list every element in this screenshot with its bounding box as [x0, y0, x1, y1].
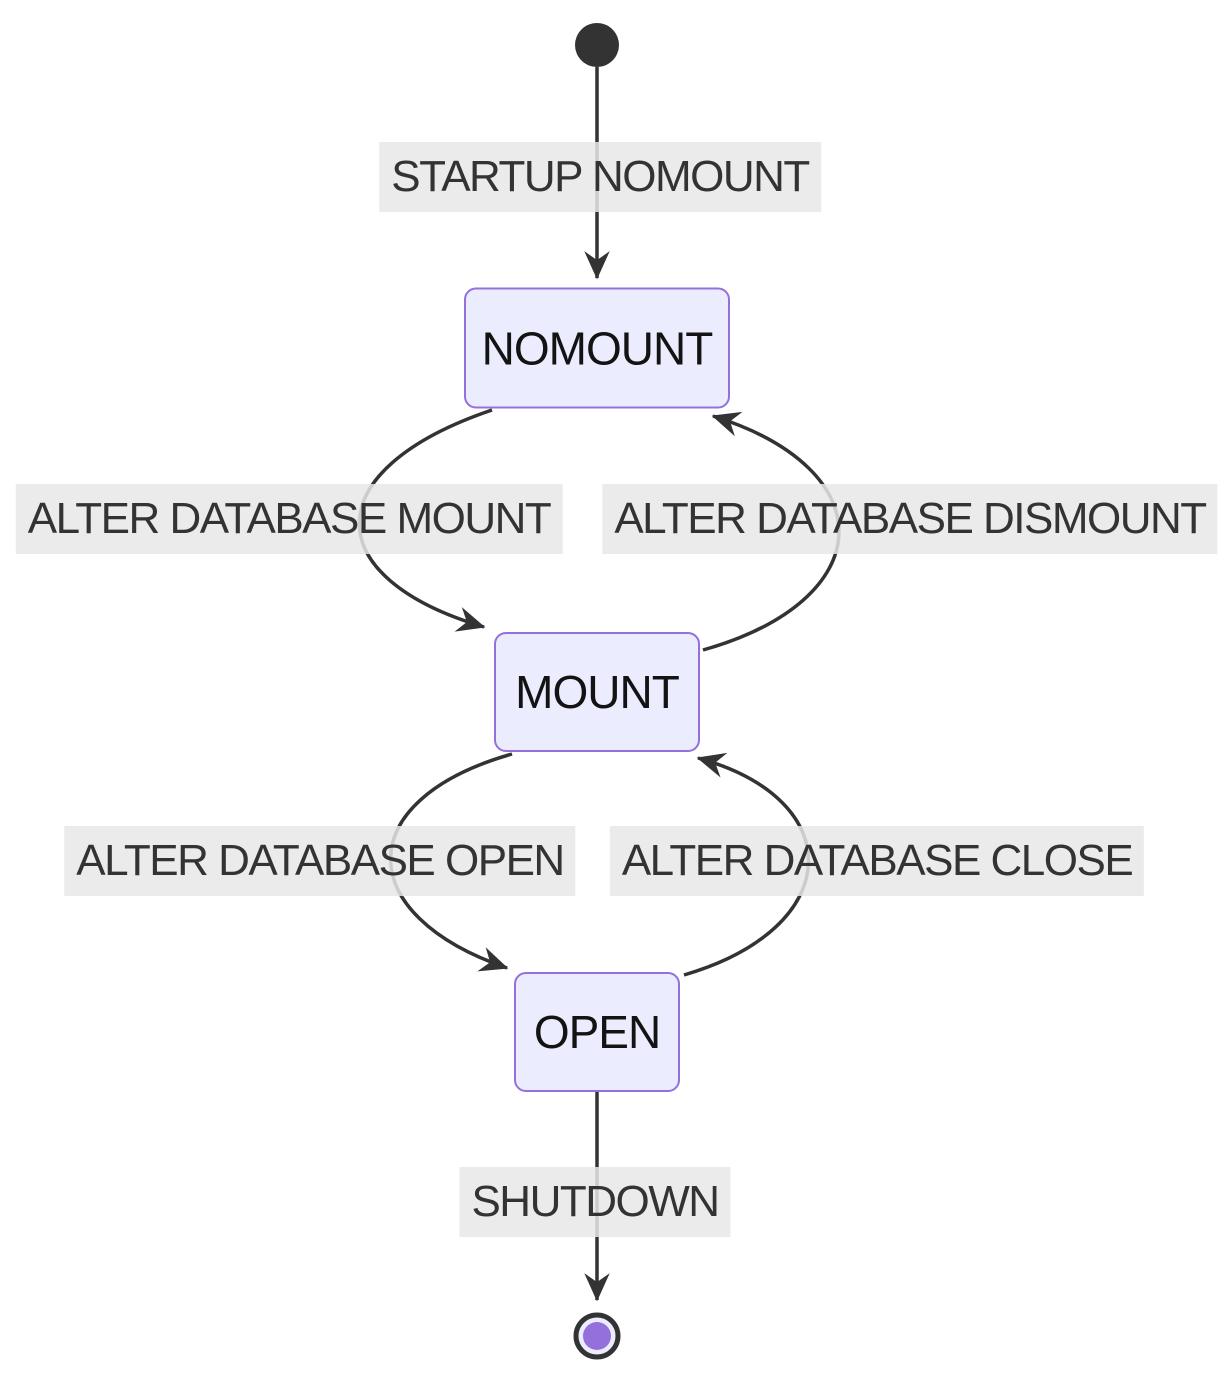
state-open: OPEN — [514, 972, 680, 1092]
edge-label-alter-database-open: ALTER DATABASE OPEN — [64, 826, 576, 896]
state-nomount: NOMOUNT — [464, 287, 730, 409]
edge-label-startup-nomount: STARTUP NOMOUNT — [379, 142, 821, 212]
edge-label-alter-database-close: ALTER DATABASE CLOSE — [609, 826, 1145, 896]
edge-label-shutdown: SHUTDOWN — [459, 1167, 731, 1237]
edge-label-alter-database-dismount: ALTER DATABASE DISMOUNT — [602, 484, 1218, 554]
initial-state-icon — [575, 23, 619, 67]
state-mount-label: MOUNT — [515, 666, 680, 718]
final-state-icon — [573, 1312, 621, 1360]
state-nomount-label: NOMOUNT — [481, 322, 714, 374]
edge-label-alter-database-mount: ALTER DATABASE MOUNT — [15, 484, 563, 554]
state-mount: MOUNT — [494, 632, 700, 752]
state-open-label: OPEN — [533, 1006, 661, 1058]
